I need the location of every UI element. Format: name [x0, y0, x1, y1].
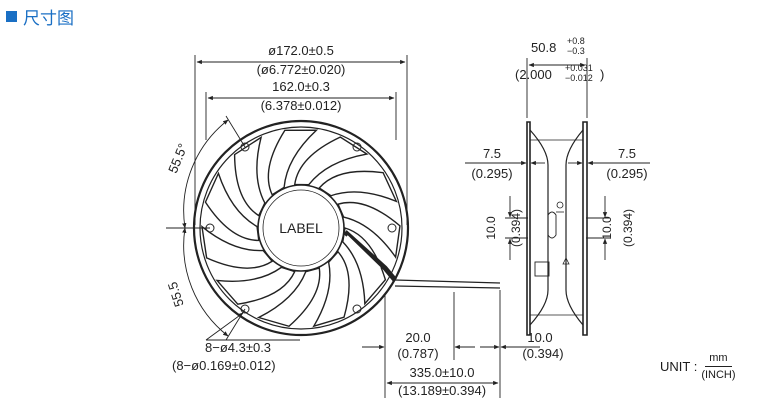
fan-front-view	[192, 119, 501, 337]
fan-blade	[267, 129, 319, 196]
flange-left-in: (0.295)	[471, 166, 512, 181]
lead-b-in: (0.394)	[522, 346, 563, 361]
slot-right-mm: 10.0	[600, 216, 614, 240]
slot-right-in: (0.394)	[621, 209, 635, 247]
section-title-text: 尺寸图	[23, 9, 74, 29]
inner-dim-in: (6.378±0.012)	[261, 98, 342, 113]
flange-left-mm: 7.5	[483, 146, 501, 161]
unit-label: UNIT :	[660, 359, 698, 374]
depth-mm: 50.8	[531, 40, 556, 55]
inner-dim-mm: 162.0±0.3	[272, 79, 330, 94]
unit-denominator: (INCH)	[701, 369, 736, 381]
depth-in: (2.000	[515, 67, 552, 82]
unit-legend: UNIT : mm (INCH)	[660, 352, 736, 381]
outer-dia-mm: ø172.0±0.5	[268, 43, 334, 58]
fan-side-view	[526, 121, 588, 336]
flange-right-in: (0.295)	[606, 166, 647, 181]
depth-tol-down: −0.3	[567, 46, 585, 56]
section-title: 尺寸图	[6, 4, 74, 29]
depth-tol-up: +0.8	[567, 36, 585, 46]
fan-blade	[233, 135, 266, 217]
holes-mm: 8−ø4.3±0.3	[205, 340, 271, 355]
fan-blade	[256, 267, 321, 328]
lead-a-in: (0.787)	[397, 346, 438, 361]
lead-b-mm: 10.0	[527, 330, 552, 345]
lead-len-in: (13.189±0.394)	[398, 383, 486, 398]
fan-blade	[337, 201, 401, 260]
fan-blade	[318, 170, 398, 203]
lead-a-mm: 20.0	[405, 330, 430, 345]
unit-fraction: mm (INCH)	[701, 352, 735, 381]
fan-blade	[312, 250, 350, 328]
depth-in-close: )	[600, 67, 604, 82]
outer-dia-in: (ø6.772±0.020)	[257, 62, 346, 77]
depth-in-tol-up: +0.031	[565, 63, 593, 73]
slot-dimensions	[505, 196, 610, 260]
fan-blade	[293, 136, 369, 186]
angle-top: 55.5°	[165, 141, 190, 175]
cable-bundle	[343, 230, 397, 282]
hole-leader	[205, 312, 300, 341]
flange-right-mm: 7.5	[618, 146, 636, 161]
fan-blade	[342, 227, 387, 306]
depth-dimension	[526, 58, 588, 118]
lead-len-mm: 335.0±10.0	[410, 365, 475, 380]
slot-left-mm: 10.0	[484, 216, 498, 240]
lead-dimensions	[362, 290, 540, 398]
fan-blades	[201, 129, 401, 328]
depth-in-tol-down: −0.012	[565, 73, 593, 83]
hub-label: LABEL	[279, 220, 323, 236]
title-square-icon	[6, 11, 17, 22]
angle-bottom: 55.5	[165, 280, 187, 309]
unit-numerator: mm	[705, 352, 732, 367]
holes-in: (8−ø0.169±0.012)	[172, 358, 276, 373]
slot-left-in: (0.394)	[509, 209, 523, 247]
